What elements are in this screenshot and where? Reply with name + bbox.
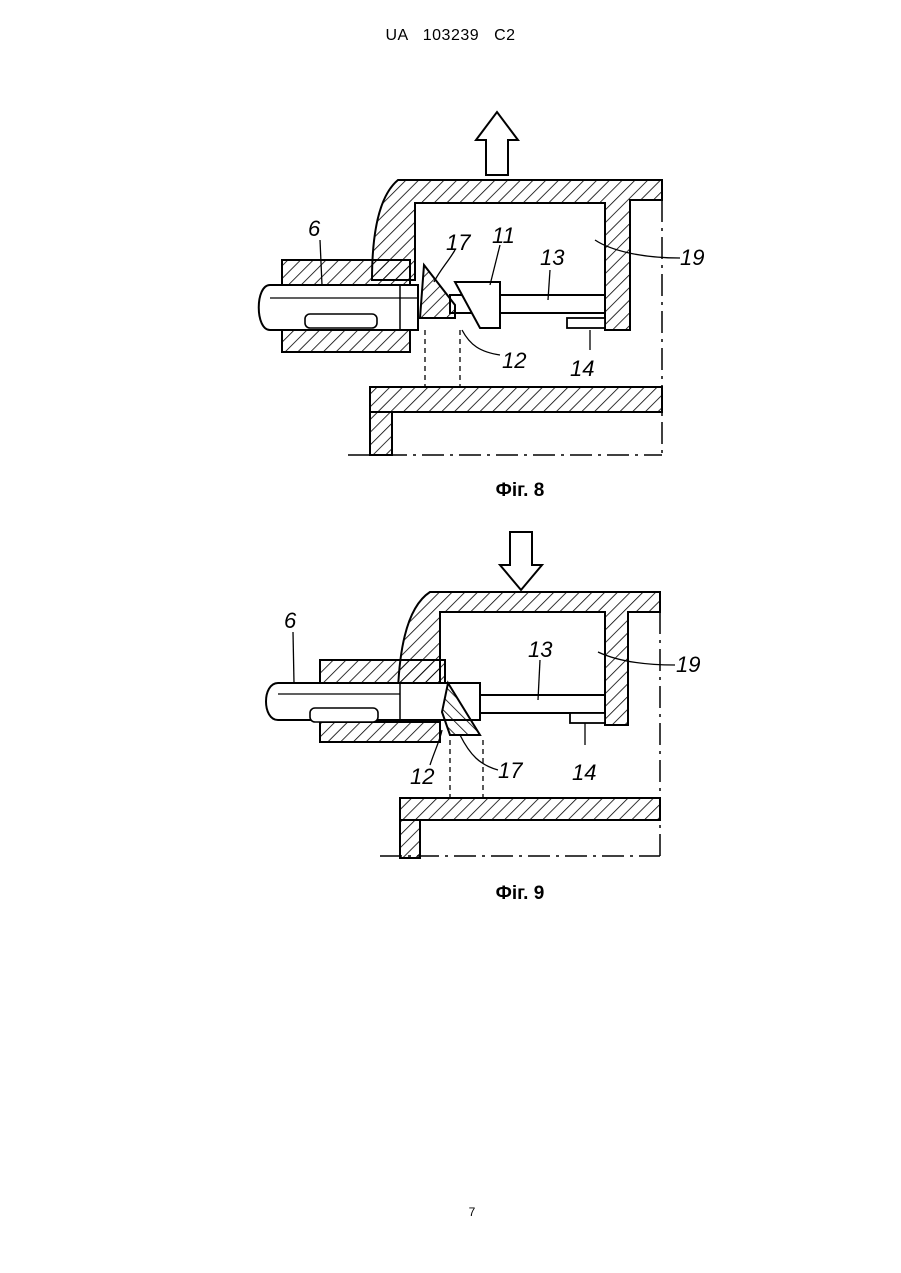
label-6: 6 bbox=[284, 608, 297, 633]
label-12: 12 bbox=[410, 764, 434, 789]
page-number: 7 bbox=[0, 1205, 901, 1219]
label-13: 13 bbox=[528, 637, 553, 662]
figure-9-drawing: 6 13 19 12 17 14 bbox=[0, 0, 901, 880]
base-plate bbox=[400, 798, 660, 820]
lug-14 bbox=[570, 713, 605, 723]
label-14: 14 bbox=[572, 760, 596, 785]
figure-9-caption: Фіг. 9 bbox=[0, 883, 901, 905]
slider-13 bbox=[480, 695, 605, 713]
down-arrow-icon bbox=[500, 532, 542, 590]
collar-bottom bbox=[320, 722, 440, 742]
label-17: 17 bbox=[498, 758, 523, 783]
label-19: 19 bbox=[676, 652, 700, 677]
collar-top bbox=[320, 660, 445, 685]
